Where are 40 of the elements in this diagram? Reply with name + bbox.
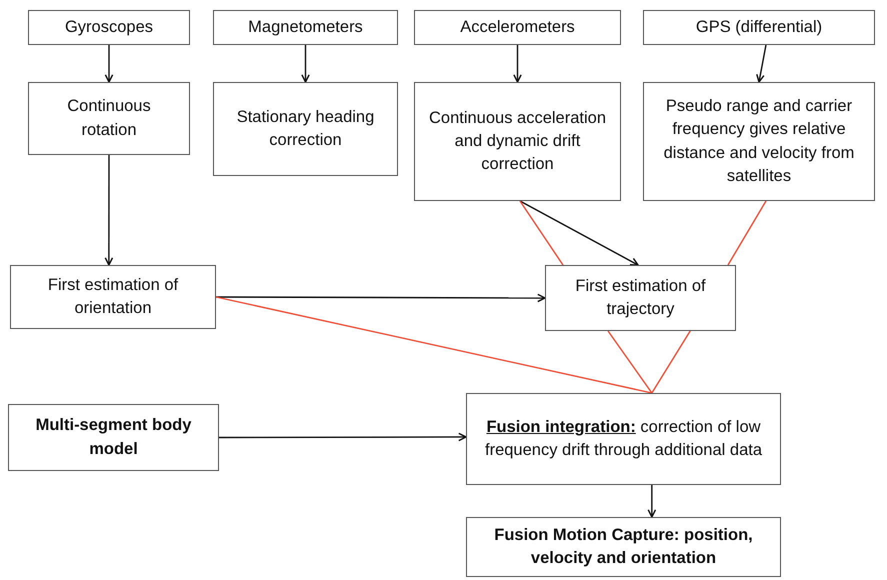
- box-label: Magnetometers: [248, 16, 363, 38]
- process-box: [643, 10, 875, 45]
- connector-line: [519, 200, 564, 266]
- process-box: [28, 82, 190, 155]
- box-label: Stationary heading correction: [236, 106, 376, 151]
- process-box: [28, 10, 190, 45]
- process-box: [466, 517, 781, 577]
- box-label: Fusion Motion Capture: position, velocity and orientation: [493, 524, 754, 569]
- process-box: [545, 265, 736, 331]
- arrow: [648, 485, 656, 518]
- arrow: [104, 45, 114, 83]
- process-box: [643, 82, 875, 201]
- connector-line: [607, 330, 652, 394]
- box-label: First estimation of trajectory: [574, 276, 707, 320]
- box-label: GPS (differential): [696, 16, 822, 38]
- box-label: Accelerometers: [460, 16, 575, 38]
- process-box: [414, 82, 621, 201]
- box-label: Gyroscopes: [64, 16, 154, 38]
- arrow: [520, 200, 639, 266]
- connector-line: [727, 200, 767, 266]
- process-box: [213, 10, 398, 45]
- box-label: Continuous rotation: [66, 96, 152, 140]
- connector-line: [216, 296, 652, 394]
- arrow: [216, 294, 546, 302]
- connector-line: [651, 330, 691, 394]
- arrow: [104, 155, 114, 266]
- process-box: [414, 10, 621, 45]
- process-box: [213, 82, 398, 176]
- process-box: [8, 404, 219, 471]
- arrow: [756, 44, 767, 83]
- arrow: [219, 432, 467, 442]
- process-box: [466, 393, 781, 485]
- arrow: [513, 45, 522, 83]
- box-label: Multi-segment body model: [34, 415, 192, 460]
- box-label: First estimation of orientation: [46, 274, 180, 319]
- process-box: [10, 265, 216, 329]
- box-label: Fusion integration: correction of low frequency drift through additional data: [484, 416, 764, 461]
- box-label: Pseudo range and carrier frequency gives relative distance and velocity from satellites: [662, 96, 856, 187]
- arrow: [301, 45, 310, 83]
- box-label: Continuous acceleration and dynamic drift correction: [428, 108, 608, 176]
